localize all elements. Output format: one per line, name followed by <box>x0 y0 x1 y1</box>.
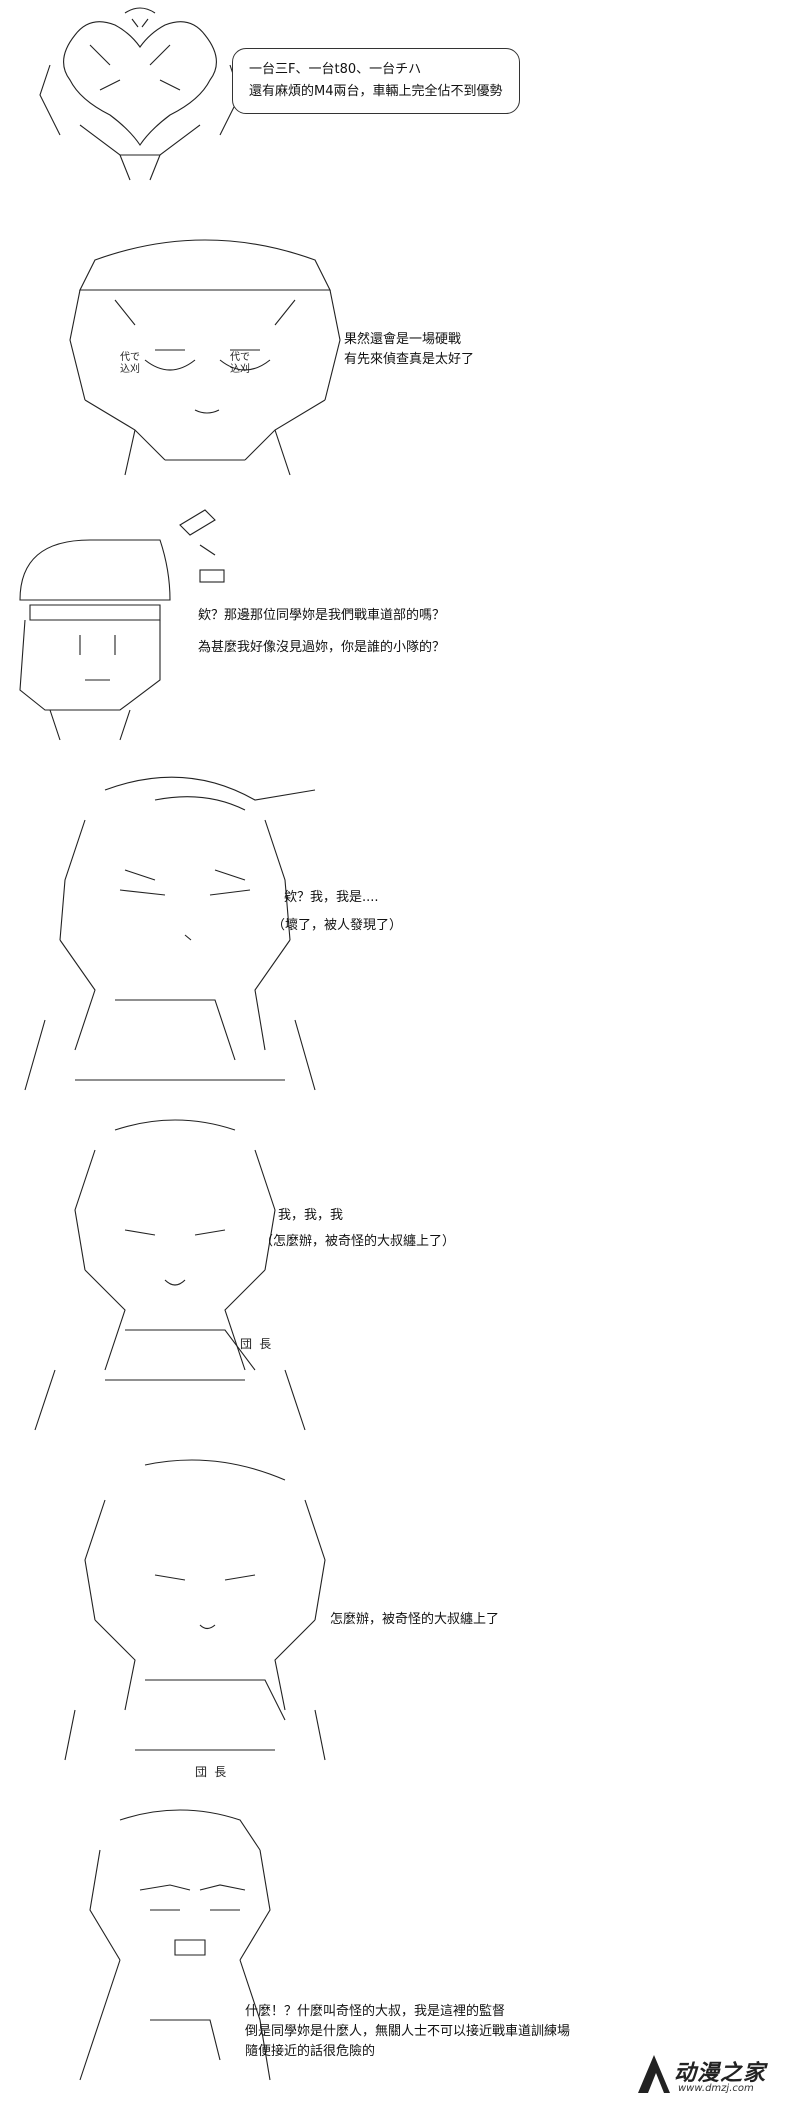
panel-7: 什麼！？什麼叫奇怪的大叔，我是這裡的監督 倒是同學妳是什麼人，無關人士不可以接近… <box>0 1790 800 2105</box>
dialog-line: 欸？我，我是.... <box>284 890 379 905</box>
character-art-cap-girl <box>69 239 341 476</box>
dialog-line: 欸？那邊那位同學妳是我們戰車道部的嗎？ <box>198 608 446 623</box>
dialog-line: （怎麼辦，被奇怪的大叔纏上了） <box>260 1234 456 1249</box>
dialog-line: 我，我，我 <box>278 1208 344 1223</box>
dialog-line: 果然還會是一場硬戰 <box>344 332 462 347</box>
art-text-left-eye: 代で <box>120 352 140 363</box>
character-art-heart-pose <box>39 7 241 181</box>
dialog-panel-4: 欸？我，我是.... （壞了，被人發現了） <box>272 888 402 936</box>
watermark: 动漫之家 www.dmzj.com <box>634 2053 784 2097</box>
dialog-panel-3: 欸？那邊那位同學妳是我們戰車道部的嗎？ 為甚麼我好像沒見過妳，你是誰的小隊的？ <box>198 606 445 658</box>
dialog-panel-6: 怎麼辦，被奇怪的大叔纏上了 <box>330 1610 499 1630</box>
speech-bubble-1: 一台三F、一台t80、一台チハ 還有麻煩的M4兩台，車輛上完全佔不到優勢 <box>232 48 520 114</box>
panel-3: 欸？那邊那位同學妳是我們戰車道部的嗎？ 為甚麼我好像沒見過妳，你是誰的小隊的？ <box>0 500 800 741</box>
dialog-line: （壞了，被人發現了） <box>272 918 403 933</box>
dialog-line: 什麼！？什麼叫奇怪的大叔，我是這裡的監督 <box>245 2004 506 2019</box>
character-art-surprised-girl <box>24 776 316 1091</box>
art-text-right-eye: 代で <box>230 352 250 363</box>
watermark-logo-icon <box>638 2055 670 2093</box>
panel-6: 団 長 怎麼辦，被奇怪的大叔纏上了 <box>0 1450 800 1778</box>
armband-label: 団 長 <box>195 1765 227 1779</box>
art-text-right-eye-2: 込刈 <box>230 364 250 375</box>
dialog-panel-7: 什麼！？什麼叫奇怪的大叔，我是這裡的監督 倒是同學妳是什麼人，無關人士不可以接近… <box>245 2002 570 2062</box>
watermark-title: 动漫之家 <box>674 2061 767 2086</box>
panel-4: 欸？我，我是.... （壞了，被人發現了） <box>0 760 800 1100</box>
dialog-line: 還有麻煩的M4兩台，車輛上完全佔不到優勢 <box>249 84 503 99</box>
dialog-line: 怎麼辦，被奇怪的大叔纏上了 <box>330 1612 500 1627</box>
watermark-url: www.dmzj.com <box>678 2083 754 2094</box>
dialog-line: 一台三F、一台t80、一台チハ <box>249 62 422 77</box>
dialog-panel-5: 我，我，我 （怎麼辦，被奇怪的大叔纏上了） <box>260 1206 455 1252</box>
character-art-worried-girl-2 <box>64 1459 326 1761</box>
dialog-line: 有先來偵查真是太好了 <box>344 352 475 367</box>
character-art-worried-girl <box>34 1119 306 1431</box>
character-art-shouting-man <box>79 1809 271 2081</box>
character-art-mushroom-head <box>19 509 225 741</box>
dialog-panel-2: 果然還會是一場硬戰 有先來偵查真是太好了 <box>344 330 474 370</box>
dialog-line: 隨便接近的話很危險的 <box>245 2044 376 2059</box>
panel-2: 代で 込刈 代で 込刈 果然還會是一場硬戰 有先來偵查真是太好了 <box>0 220 800 480</box>
dialog-line: 為甚麼我好像沒見過妳，你是誰的小隊的？ <box>198 640 446 655</box>
dialog-line: 倒是同學妳是什麼人，無關人士不可以接近戰車道訓練場 <box>245 2024 571 2039</box>
panel-5: 団 長 我，我，我 （怎麼辦，被奇怪的大叔纏上了） <box>0 1110 800 1440</box>
armband-label: 団 長 <box>240 1337 272 1351</box>
panel-1: 一台三F、一台t80、一台チハ 還有麻煩的M4兩台，車輛上完全佔不到優勢 <box>0 0 800 181</box>
art-text-left-eye-2: 込刈 <box>120 364 140 375</box>
